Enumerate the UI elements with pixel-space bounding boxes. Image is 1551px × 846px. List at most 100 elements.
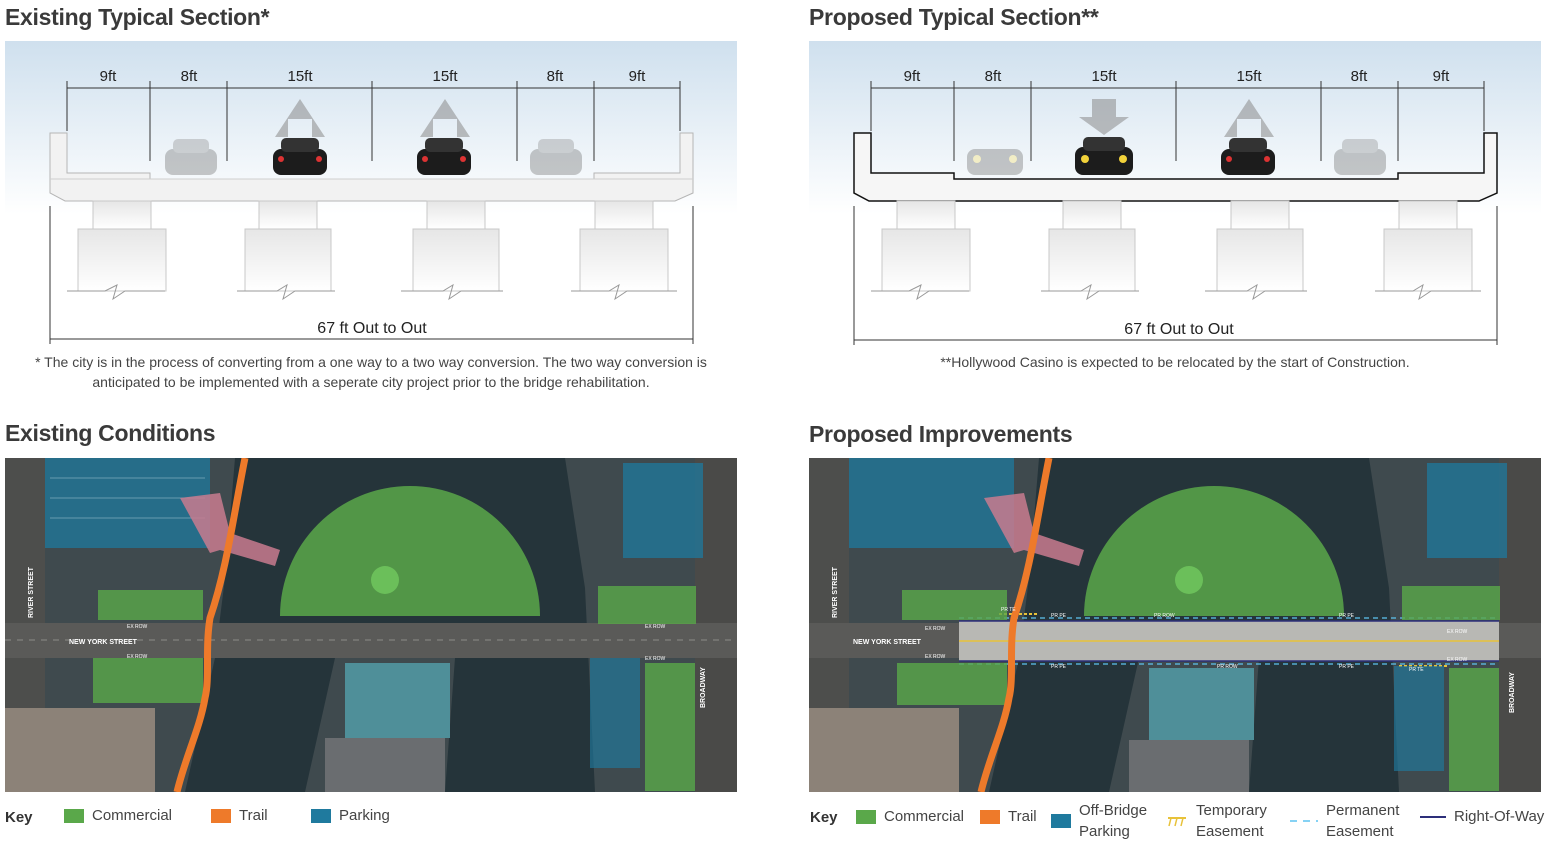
legend-item-trail: Trail [980,808,1037,825]
parking-area [1394,666,1444,771]
traffic-arrow-down-icon [1079,99,1129,135]
pe-label: PR PE [1051,664,1067,670]
casino-structure [984,493,1084,566]
lane-label: 9ft [1433,68,1451,85]
street-label: RIVER STREET [28,566,35,618]
total-width-label: 67 ft Out to Out [1124,321,1234,338]
proposed-section-note: **Hollywood Casino is expected to be rel… [940,354,1410,370]
proposed-section-title: Proposed Typical Section** [809,4,1099,30]
pe-label: PR PE [1339,613,1355,619]
row-label: EX ROW [1447,657,1468,663]
legend-label: Commercial [92,807,173,824]
existing-typical-section-diagram: 9ft 8ft 15ft 15ft 8ft 9ft 67 ft Out to O… [5,41,737,356]
existing-section-title: Existing Typical Section* [5,4,270,30]
building [1149,668,1254,740]
row-label: PR ROW [1217,664,1238,670]
parking-area [623,463,703,558]
legend-label: Right-Of-Way [1454,808,1545,825]
proposed-improvements-title: Proposed Improvements [809,421,1073,447]
commercial-area [98,590,203,620]
legend-item-trail: Trail [211,807,268,824]
commercial-area [93,658,203,703]
street-label: BROADWAY [1509,672,1516,713]
row-label: EX ROW [645,656,666,662]
parking-area [590,658,640,768]
parking-area [45,458,210,548]
legend-label: Permanent [1326,802,1400,819]
street-label: NEW YORK STREET [69,639,138,646]
car-icon [1075,137,1133,175]
commercial-area [1084,486,1344,616]
legend-item-right-of-way: Right-Of-Way [1420,808,1544,825]
row-label: PR ROW [1154,613,1175,619]
commercial-area [1449,668,1499,791]
lane-label: 15ft [432,68,458,85]
lane-label: 8ft [547,68,565,85]
note-line-1: * The city is in the process of converti… [35,354,707,370]
building [345,663,450,738]
commercial-area [897,663,1007,705]
trail-swatch [211,808,231,823]
lane-label: 9ft [904,68,922,85]
temporary-easement-icon [1168,817,1186,827]
lane-label: 15ft [1091,68,1117,85]
total-width-label: 67 ft Out to Out [317,320,427,337]
legend-label: Trail [239,807,268,824]
row-label: EX ROW [127,624,148,630]
legend-label: Easement [1326,823,1394,840]
parking-area [1427,463,1507,558]
car-icon [273,138,327,175]
trail-path [977,458,1053,792]
legend-item-commercial: Commercial [64,807,172,824]
proposed-improvements-map: NEW YORK STREET RIVER STREET BROADWAY EX… [809,458,1541,792]
row-label: EX ROW [645,624,666,630]
legend-item-commercial: Commercial [856,808,964,825]
right-of-way-icon [1420,815,1446,818]
lane-label: 8ft [985,68,1003,85]
casino-structure [180,493,280,566]
existing-conditions-title: Existing Conditions [5,420,216,446]
lane-label: 8ft [181,68,199,85]
commercial-area [598,586,696,624]
parked-car-icon [165,139,217,175]
note-line-2: anticipated to be implemented with a sep… [92,374,650,390]
traffic-arrow-up-icon [420,99,470,137]
legend-label: Commercial [884,808,965,825]
commercial-swatch [64,808,84,823]
legend-key-label: Key [5,809,33,826]
legend-label: Temporary [1196,802,1267,819]
parked-car-icon [967,149,1023,175]
commercial-area [1402,586,1500,620]
parked-car-icon [1334,139,1386,175]
legend-item-offbridge-parking: Off-Bridge Parking [1051,800,1147,842]
lane-label: 8ft [1351,68,1369,85]
street-label: BROADWAY [700,667,707,708]
commercial-swatch [856,809,876,824]
proposed-typical-section-diagram: 9ft 8ft 15ft 15ft 8ft 9ft 67 ft Out to O… [809,41,1541,356]
legend-item-temporary-easement: Temporary Easement [1166,800,1267,842]
permanent-easement-icon [1290,820,1318,822]
legend-item-parking: Parking [311,807,390,824]
traffic-arrow-up-icon [1224,99,1274,137]
parking-swatch [311,808,331,823]
lane-label: 9ft [100,68,118,85]
street-label: NEW YORK STREET [853,639,922,646]
pe-label: PR PE [1339,664,1355,670]
commercial-area [645,663,695,791]
pe-label: PR PE [1051,613,1067,619]
existing-section-note: * The city is in the process of converti… [5,352,737,392]
row-label: EX ROW [925,626,946,632]
street-label: RIVER STREET [832,566,839,618]
row-label: EX ROW [1447,629,1468,635]
lane-label: 15ft [287,68,313,85]
existing-conditions-map: NEW YORK STREET RIVER STREET BROADWAY EX… [5,458,737,792]
parking-area [849,458,1014,548]
te-label: PR TE [1409,667,1424,673]
parking-swatch [1051,814,1071,828]
legend-label: Easement [1196,823,1264,840]
legend-key-label: Key [810,809,838,826]
row-label: EX ROW [925,654,946,660]
legend-item-permanent-easement: Permanent Easement [1290,800,1399,842]
parked-car-icon [530,139,582,175]
traffic-arrow-up-icon [275,99,325,137]
